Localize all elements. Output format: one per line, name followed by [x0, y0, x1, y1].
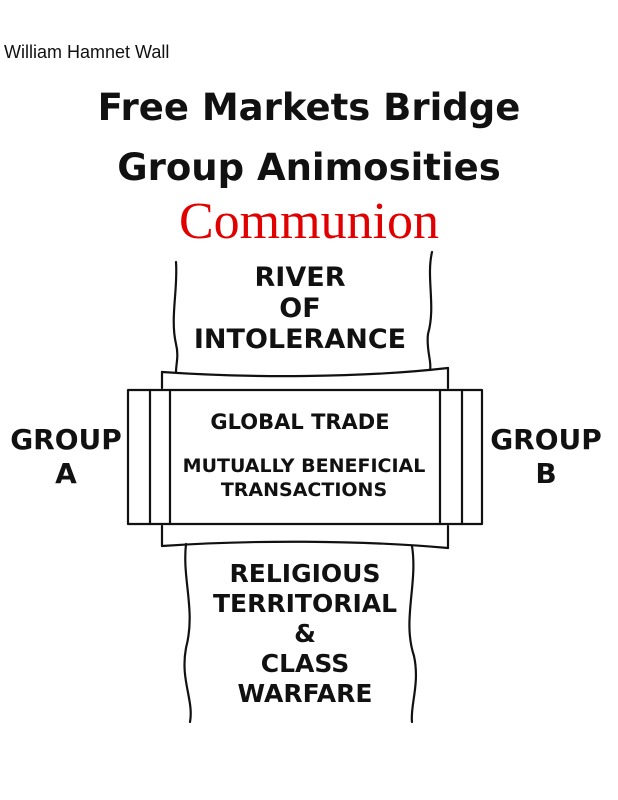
bridge-upper-edge — [160, 366, 450, 378]
subtitle: Communion — [178, 193, 440, 250]
river-bank-right-top — [426, 250, 434, 372]
river-top-line: RIVER — [254, 262, 346, 293]
bridge-line: TRANSACTIONS — [220, 479, 388, 501]
bridge-label-transactions: MUTUALLY BENEFICIAL TRANSACTIONS — [170, 455, 438, 504]
group-b-line: B — [535, 457, 557, 490]
bridge-outer-frame — [126, 388, 484, 526]
river-bank-right-bottom — [408, 544, 418, 724]
group-b-label: GROUP B — [486, 423, 606, 492]
river-bottom-line: TERRITORIAL — [212, 589, 398, 618]
river-top-line: INTOLERANCE — [193, 324, 407, 355]
river-bottom-label: RELIGIOUS TERRITORIAL & CLASS WARFARE — [170, 559, 440, 710]
group-a-label: GROUP A — [6, 423, 126, 492]
group-b-line: GROUP — [490, 423, 602, 456]
group-a-line: A — [55, 457, 77, 490]
bridge-label-global-trade: GLOBAL TRADE — [210, 410, 390, 434]
river-bottom-line: CLASS — [260, 649, 350, 678]
bridge-lower-edge — [160, 540, 450, 550]
river-bottom-line: & — [294, 619, 316, 648]
river-bank-left-bottom — [183, 542, 192, 724]
river-bottom-line: WARFARE — [237, 679, 373, 708]
river-top-line: OF — [279, 293, 321, 324]
title-line-1: Free Markets Bridge — [97, 86, 521, 129]
author-name: William Hamnet Wall — [4, 42, 170, 62]
river-top-label: RIVER OF INTOLERANCE — [180, 262, 420, 355]
title-line-2: Group Animosities — [117, 146, 501, 189]
bridge-line: MUTUALLY BENEFICIAL — [182, 455, 426, 477]
river-bank-left-top — [172, 260, 179, 374]
group-a-line: GROUP — [10, 423, 122, 456]
river-bottom-line: RELIGIOUS — [229, 559, 381, 588]
